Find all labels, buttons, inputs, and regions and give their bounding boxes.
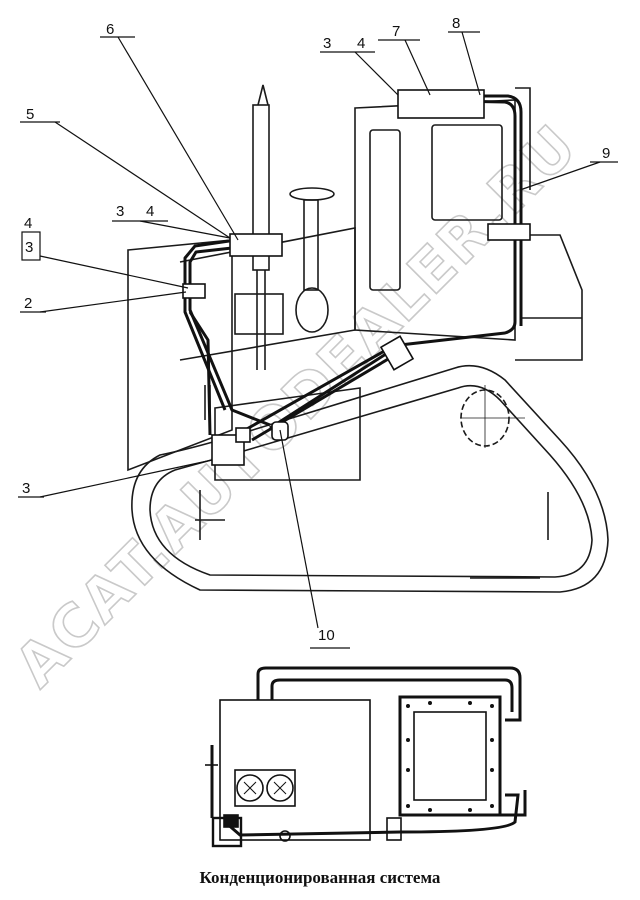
evaporator-bracket bbox=[487, 223, 531, 241]
cab-rear-post bbox=[515, 87, 531, 190]
callout-8: 8 bbox=[452, 15, 460, 32]
callout-3-bottom: 3 bbox=[22, 480, 30, 497]
bolt-pattern bbox=[406, 701, 494, 812]
diagram-caption: Конденционированная система bbox=[199, 868, 441, 887]
evaporator-core bbox=[413, 711, 487, 801]
callout-3-mid: 3 bbox=[116, 203, 124, 220]
schematic-hose-top bbox=[256, 666, 522, 722]
callout-4-top: 4 bbox=[357, 35, 365, 52]
hose-cab-rear bbox=[269, 98, 517, 430]
exhaust-stack bbox=[252, 104, 270, 271]
dash-evaporator bbox=[229, 233, 283, 257]
evaporator-unit bbox=[397, 89, 485, 119]
schematic-hose-bottom bbox=[224, 793, 520, 837]
leader-lines bbox=[18, 31, 618, 649]
air-cleaner-cap bbox=[289, 187, 335, 201]
cab-window-left bbox=[369, 129, 401, 291]
callout-5: 5 bbox=[26, 106, 34, 123]
callout-3-top: 3 bbox=[323, 35, 331, 52]
callout-4-left: 4 bbox=[24, 215, 32, 232]
fan-left bbox=[236, 774, 264, 802]
clamp-2 bbox=[182, 283, 206, 299]
callout-10: 10 bbox=[318, 627, 335, 644]
track-frame bbox=[131, 364, 609, 593]
rear-body-panel bbox=[127, 239, 233, 472]
air-cleaner-body bbox=[295, 287, 329, 333]
condenser-fans bbox=[234, 769, 296, 807]
line-fitting bbox=[379, 335, 415, 371]
condenser-housing bbox=[219, 699, 371, 841]
filter-box bbox=[234, 293, 284, 335]
track-frame-inner bbox=[149, 384, 593, 578]
callout-4-mid: 4 bbox=[146, 203, 154, 220]
callout-3-left: 3 bbox=[25, 239, 33, 256]
callout-labels: 6 5 3 4 7 8 9 3 4 4 3 2 3 10 bbox=[22, 15, 610, 644]
receiver-small bbox=[386, 817, 402, 841]
hose-compressor bbox=[188, 311, 212, 436]
components bbox=[182, 89, 531, 466]
ac-schematic bbox=[205, 666, 527, 848]
cab-window-right bbox=[431, 124, 503, 221]
callout-9: 9 bbox=[602, 145, 610, 162]
rear-guard bbox=[488, 234, 583, 361]
callout-2: 2 bbox=[24, 295, 32, 312]
evaporator-box bbox=[398, 695, 502, 817]
exhaust-cap bbox=[257, 84, 269, 106]
callout-6: 6 bbox=[106, 21, 114, 38]
machine-side-view bbox=[127, 84, 609, 593]
callout-7: 7 bbox=[392, 23, 400, 40]
fan-right bbox=[266, 774, 294, 802]
